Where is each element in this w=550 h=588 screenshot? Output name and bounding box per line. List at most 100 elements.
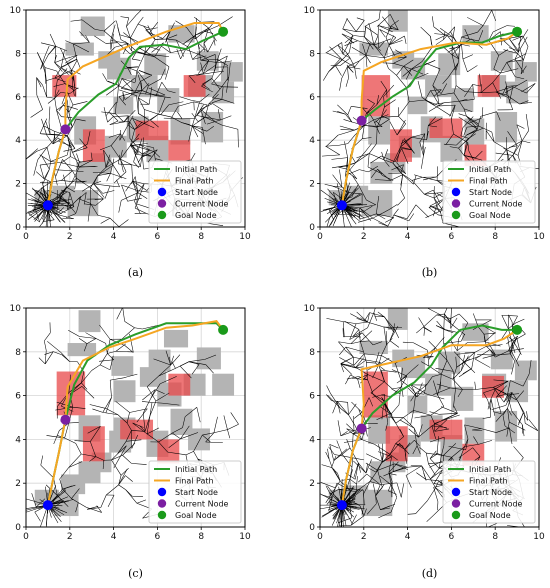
tree-edge	[62, 159, 73, 171]
tree-edge	[127, 115, 134, 126]
tree-edge	[341, 66, 348, 79]
tree-edge	[422, 176, 438, 181]
tree-edge	[353, 412, 363, 419]
tree-edge	[372, 209, 390, 219]
tree-edge	[82, 183, 94, 192]
tree-edge	[463, 361, 476, 374]
tree-edge	[351, 457, 353, 468]
tree-edge	[523, 412, 529, 421]
tree-edge	[73, 74, 75, 87]
tree-edge	[200, 62, 204, 74]
tree-edge	[142, 389, 156, 401]
tree-edge	[106, 484, 119, 496]
tree-edge	[192, 118, 195, 127]
tree-edge	[55, 45, 67, 52]
tree-edge	[388, 204, 398, 210]
tree-edge	[328, 208, 334, 221]
tree-edge	[483, 392, 488, 401]
tree-edge	[340, 431, 348, 437]
tree-edge	[453, 92, 460, 102]
tree-edge	[327, 448, 330, 460]
tree-edge	[429, 458, 440, 469]
tree-edge	[398, 116, 406, 124]
tree-edge	[76, 59, 81, 69]
tree-edge	[380, 507, 391, 510]
tree-edge	[365, 143, 372, 152]
tree-edge	[458, 322, 469, 339]
tree-edge	[340, 129, 355, 131]
tree-edge	[44, 332, 51, 342]
tree-edge	[63, 148, 76, 152]
tree-edge	[46, 96, 55, 99]
tree-edge	[378, 357, 390, 366]
tree-edge	[389, 340, 400, 348]
tree-edge	[502, 415, 506, 426]
tree-edge	[356, 153, 370, 159]
tree-edge	[146, 386, 157, 402]
tree-edge	[47, 341, 61, 353]
tree-edge	[508, 97, 514, 110]
tree-edge	[68, 453, 82, 468]
tree-edge	[443, 314, 445, 330]
legend-swatch	[157, 487, 167, 497]
tree-edge	[370, 381, 385, 394]
tree-edge	[496, 385, 507, 397]
x-tick-label: 10	[239, 232, 251, 242]
tree-edge	[355, 321, 368, 324]
tree-edge	[122, 66, 139, 69]
tree-edge	[424, 383, 427, 395]
tree-edge	[326, 42, 342, 53]
tree-edge	[353, 353, 365, 366]
tree-edge	[200, 59, 218, 61]
tree-edge	[58, 186, 67, 197]
tree-edge	[481, 428, 497, 433]
legend-label: Current Node	[175, 500, 229, 509]
tree-edge	[139, 183, 145, 198]
y-tick-label: 2	[15, 180, 21, 190]
tree-edge	[54, 62, 63, 72]
tree-edge	[332, 174, 343, 188]
tree-edge	[432, 373, 442, 377]
legend-box	[442, 460, 536, 524]
tree-edge	[92, 172, 111, 174]
tree-edge	[110, 33, 114, 50]
tree-edge	[430, 89, 442, 91]
tree-edge	[72, 170, 84, 172]
tree-edge	[400, 367, 403, 381]
tree-edge	[363, 490, 365, 505]
tree-edge	[375, 120, 383, 127]
tree-edge	[389, 14, 399, 31]
tree-edge	[467, 65, 478, 73]
tree-edge	[381, 369, 397, 373]
tree-edge	[126, 412, 130, 424]
tree-edge	[53, 430, 60, 445]
tree-edge	[326, 497, 333, 505]
obstacle	[67, 343, 97, 357]
tree-edge	[338, 165, 348, 168]
tree-edge	[414, 439, 420, 447]
tree-edge	[84, 203, 96, 206]
tree-edge	[56, 207, 65, 215]
tree-edge	[118, 475, 126, 486]
tree-edge	[376, 413, 391, 420]
tree-edge	[168, 101, 184, 105]
tree-edge	[76, 177, 85, 184]
tree-edge	[522, 35, 529, 47]
tree-edge	[61, 180, 77, 183]
tree-edge	[39, 154, 51, 162]
obstacle	[440, 135, 463, 162]
tree-edge	[194, 27, 209, 40]
goal-node-marker	[218, 26, 229, 37]
tree-edge	[71, 488, 80, 499]
tree-edge	[506, 58, 516, 63]
tree-edge	[360, 341, 365, 354]
x-tick-label: 10	[533, 532, 545, 542]
goal-node-marker	[218, 324, 229, 335]
tree-edge	[76, 162, 80, 171]
tree-edge	[78, 192, 87, 200]
tree-edge	[136, 70, 141, 82]
tree-edge	[411, 176, 423, 181]
